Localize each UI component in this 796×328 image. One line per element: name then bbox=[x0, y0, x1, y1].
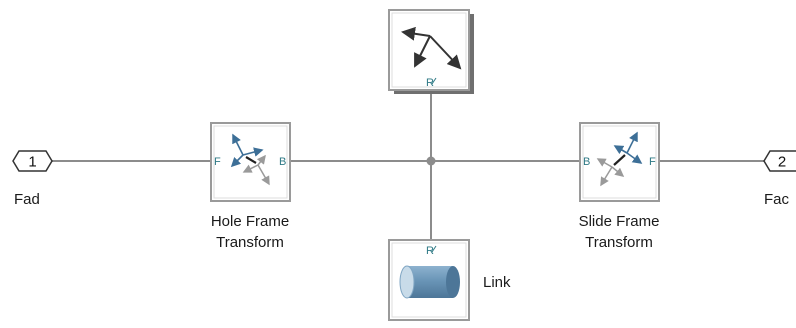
link-block[interactable]: R bbox=[388, 239, 470, 321]
inport-label: Fad bbox=[14, 191, 40, 208]
hole-port-left: F bbox=[214, 156, 221, 168]
link-port-label: R bbox=[426, 245, 434, 257]
outport-block[interactable]: 2 bbox=[763, 150, 796, 172]
world-port-label: R bbox=[426, 77, 434, 89]
slide-port-left: B bbox=[583, 156, 590, 168]
link-label: Link bbox=[483, 274, 511, 291]
inport-number: 1 bbox=[28, 154, 36, 171]
outport-number: 2 bbox=[778, 154, 786, 171]
slide-frame-label: Slide Frame Transform bbox=[539, 211, 699, 253]
inport-block[interactable]: 1 bbox=[12, 150, 53, 172]
world-frame-block[interactable]: R bbox=[388, 9, 474, 94]
frame-transform-icon bbox=[596, 131, 643, 187]
outport-label: Fac bbox=[764, 191, 790, 208]
hole-frame-label-line2: Transform bbox=[216, 234, 284, 251]
junction-dot bbox=[426, 156, 436, 166]
link-port-stroke bbox=[431, 245, 437, 253]
hole-frame-transform-block[interactable]: F B bbox=[210, 122, 291, 202]
solid-cylinder-icon bbox=[399, 265, 460, 299]
hole-frame-label: Hole Frame Transform bbox=[170, 211, 330, 253]
world-frame-icon bbox=[401, 26, 462, 70]
frame-transform-icon bbox=[230, 133, 270, 186]
slide-frame-label-line2: Transform bbox=[585, 234, 653, 251]
slide-port-right: F bbox=[649, 156, 656, 168]
world-port-stroke bbox=[431, 77, 437, 85]
hole-frame-label-line1: Hole Frame bbox=[210, 213, 290, 230]
connection-lines[interactable] bbox=[52, 93, 764, 240]
hole-port-right: B bbox=[279, 156, 286, 168]
slide-frame-transform-block[interactable]: B F bbox=[579, 122, 660, 202]
slide-frame-label-line1: Slide Frame bbox=[578, 213, 660, 230]
